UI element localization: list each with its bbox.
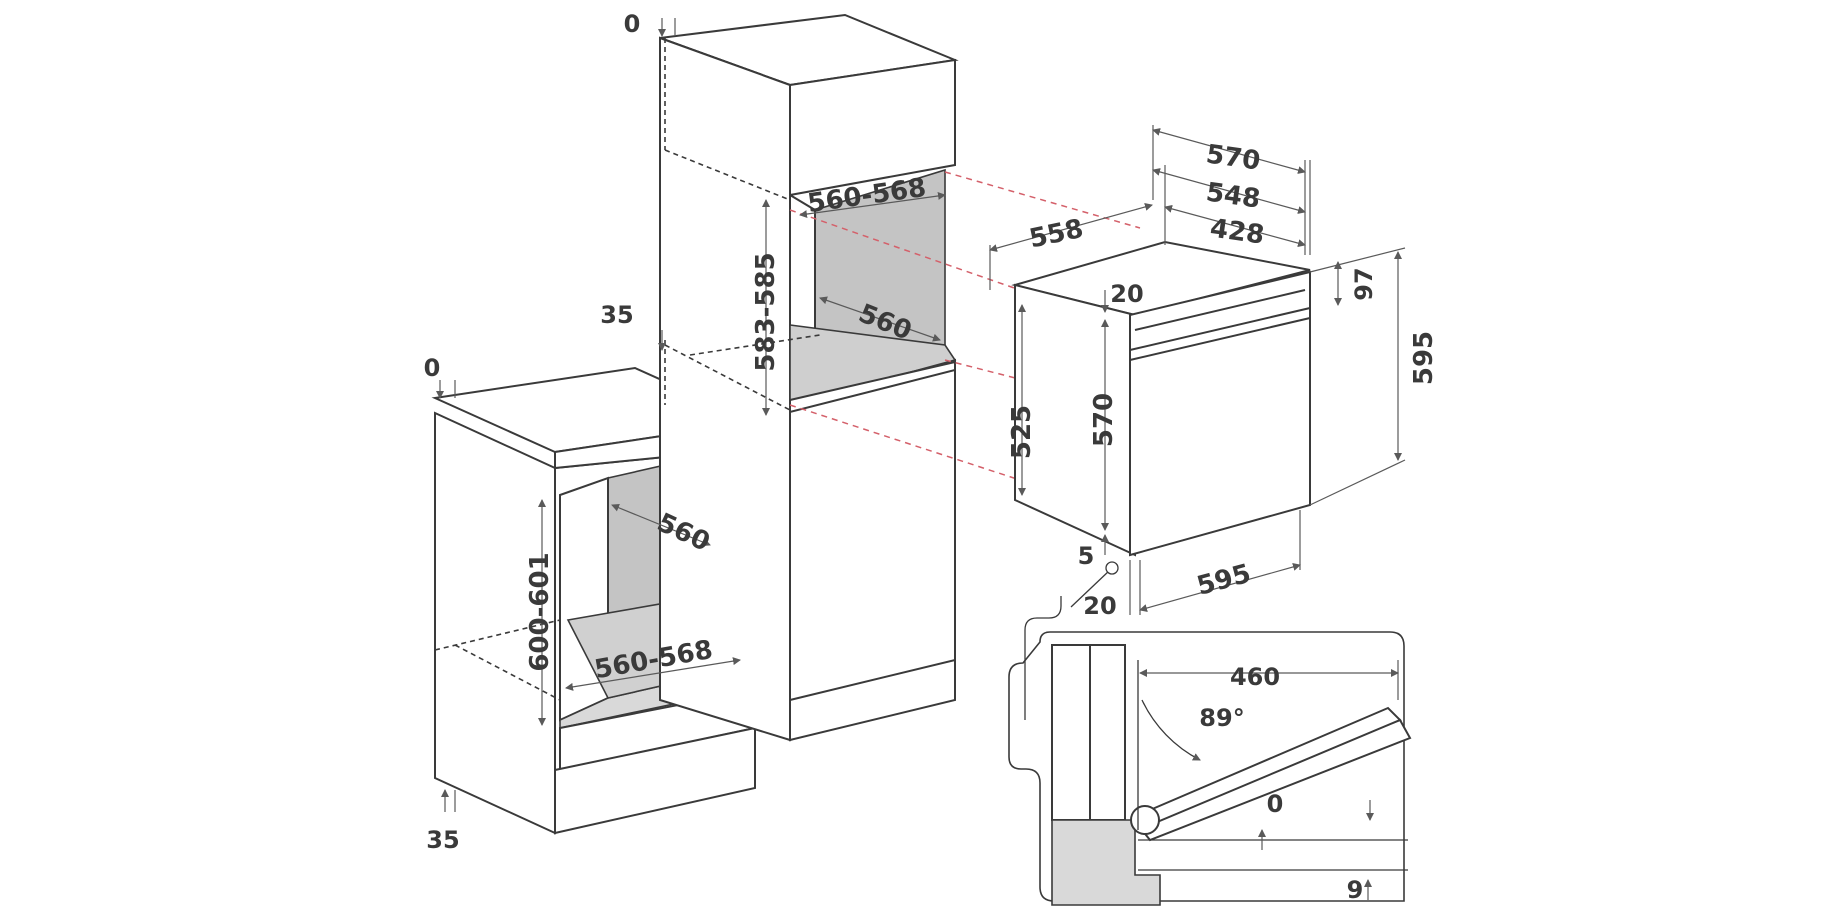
dim-left-top-gap: 0	[424, 354, 441, 382]
dim-oven-total-depth: 570	[1204, 139, 1262, 176]
dim-tall-side-gap: 35	[600, 301, 633, 329]
dimension-lines	[436, 18, 1406, 900]
dim-oven-total-height: 595	[1409, 331, 1439, 385]
dim-door-angle: 89°	[1199, 704, 1244, 732]
dim-oven-bottom-offset: 5	[1078, 542, 1095, 570]
dim-oven-panel-height: 97	[1350, 267, 1378, 300]
dim-tall-top-gap: 0	[624, 10, 641, 38]
dim-oven-inner-depth: 548	[1204, 177, 1262, 214]
dim-oven-body-width: 558	[1027, 214, 1086, 255]
dim-left-bottom-gap: 35	[426, 826, 459, 854]
dim-door-open-depth: 460	[1230, 663, 1280, 691]
dim-oven-cavity-depth: 428	[1208, 213, 1266, 250]
door-detail-callout	[1008, 561, 1412, 906]
oven-unit	[1011, 240, 1311, 557]
dim-left-height: 600-601	[525, 552, 555, 671]
dim-oven-body-height: 525	[1007, 405, 1037, 459]
dim-tall-height: 583-585	[751, 252, 781, 371]
dim-oven-top-offset: 20	[1110, 280, 1143, 308]
dim-oven-front-width: 595	[1194, 559, 1254, 602]
dim-door-gap-bottom: 9	[1347, 876, 1364, 904]
dim-oven-front-height: 570	[1089, 393, 1119, 447]
dim-oven-side-offset: 20	[1083, 592, 1116, 620]
dim-door-gap-top: 0	[1267, 790, 1284, 818]
tall-cabinet	[659, 13, 959, 742]
